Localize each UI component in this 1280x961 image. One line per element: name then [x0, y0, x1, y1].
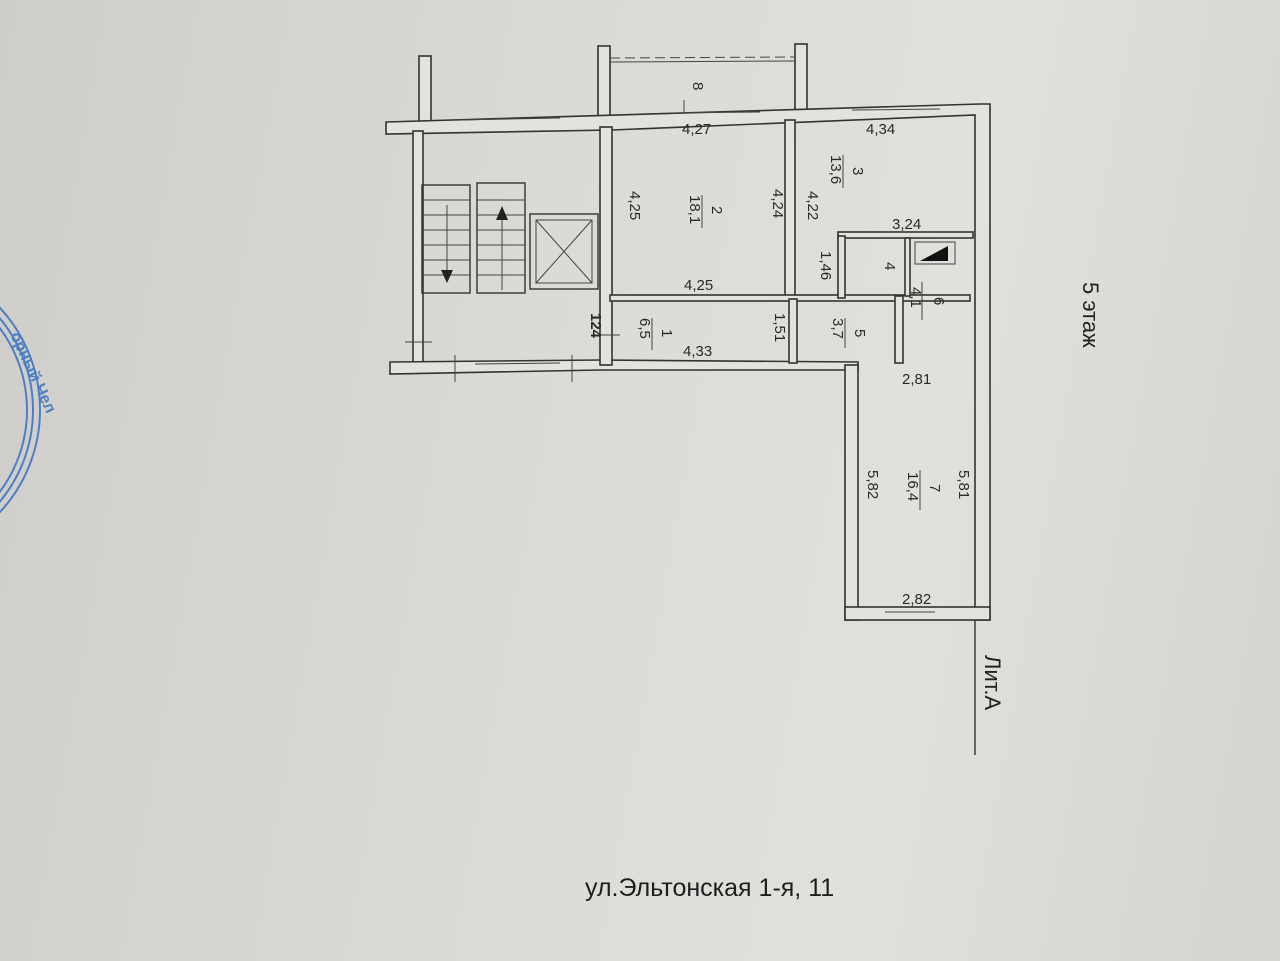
dim-room1-right: 1,51: [771, 313, 788, 342]
dim-room2-right: 4,24: [769, 189, 786, 218]
dim-room2-left: 4,25: [626, 191, 643, 220]
dim-room7-bottom: 2,82: [902, 591, 931, 608]
staircase: [421, 182, 526, 294]
dim-room7-left: 5,82: [864, 470, 881, 499]
room-1: 1 6,5: [636, 318, 675, 350]
stamp: орный Чел: [0, 306, 59, 514]
room-number: 6: [930, 297, 947, 305]
letter-label: Лит.А: [980, 655, 1005, 710]
dim-room2-bottom: 4,25: [684, 277, 713, 294]
room-area: 18,1: [686, 195, 703, 224]
arrow-up-icon: [496, 206, 508, 220]
dim-room2-top: 4,27: [682, 121, 711, 138]
walls: [385, 55, 991, 621]
room-number: 7: [926, 484, 943, 492]
dim-room3-left: 4,22: [804, 191, 821, 220]
dim-room7-right: 5,81: [955, 470, 972, 499]
dim-room7-top: 2,81: [902, 371, 931, 388]
dim-room3-partition: 3,24: [892, 216, 921, 233]
elevator: [529, 213, 599, 290]
room-area: 16,4: [904, 472, 921, 501]
room-4: 4: [881, 262, 898, 270]
floor-label: 5 этаж: [1078, 282, 1103, 348]
ventilation-shaft: [914, 241, 956, 265]
room-area: 6,5: [636, 318, 653, 339]
dim-room3-top: 4,34: [866, 121, 895, 138]
room-area: 13,6: [827, 155, 844, 184]
room-number: 1: [658, 329, 675, 337]
room-area: 4,1: [907, 287, 924, 308]
room-number: 8: [689, 82, 706, 90]
room-number: 2: [708, 206, 725, 214]
room-6: 6 4,1: [907, 282, 947, 320]
room-5: 5 3,7: [829, 318, 868, 348]
dim-room4-side: 1,46: [817, 251, 834, 280]
dim-entrance: 124: [587, 313, 604, 339]
room-3: 3 13,6: [827, 155, 866, 188]
room-8: 8: [689, 82, 706, 90]
room-2: 2 18,1: [686, 195, 725, 228]
dimensions: 4,27 4,25 4,24 4,25 4,34 4,22 3,24 1,46 …: [587, 121, 972, 608]
dim-room1-bottom: 4,33: [683, 343, 712, 360]
room-number: 4: [881, 262, 898, 270]
room-number: 5: [851, 329, 868, 337]
room-area: 3,7: [829, 318, 846, 339]
room-number: 3: [849, 167, 866, 175]
arrow-down-icon: [441, 270, 453, 283]
room-7: 7 16,4: [904, 470, 943, 510]
address: ул.Эльтонская 1-я, 11: [585, 874, 834, 902]
